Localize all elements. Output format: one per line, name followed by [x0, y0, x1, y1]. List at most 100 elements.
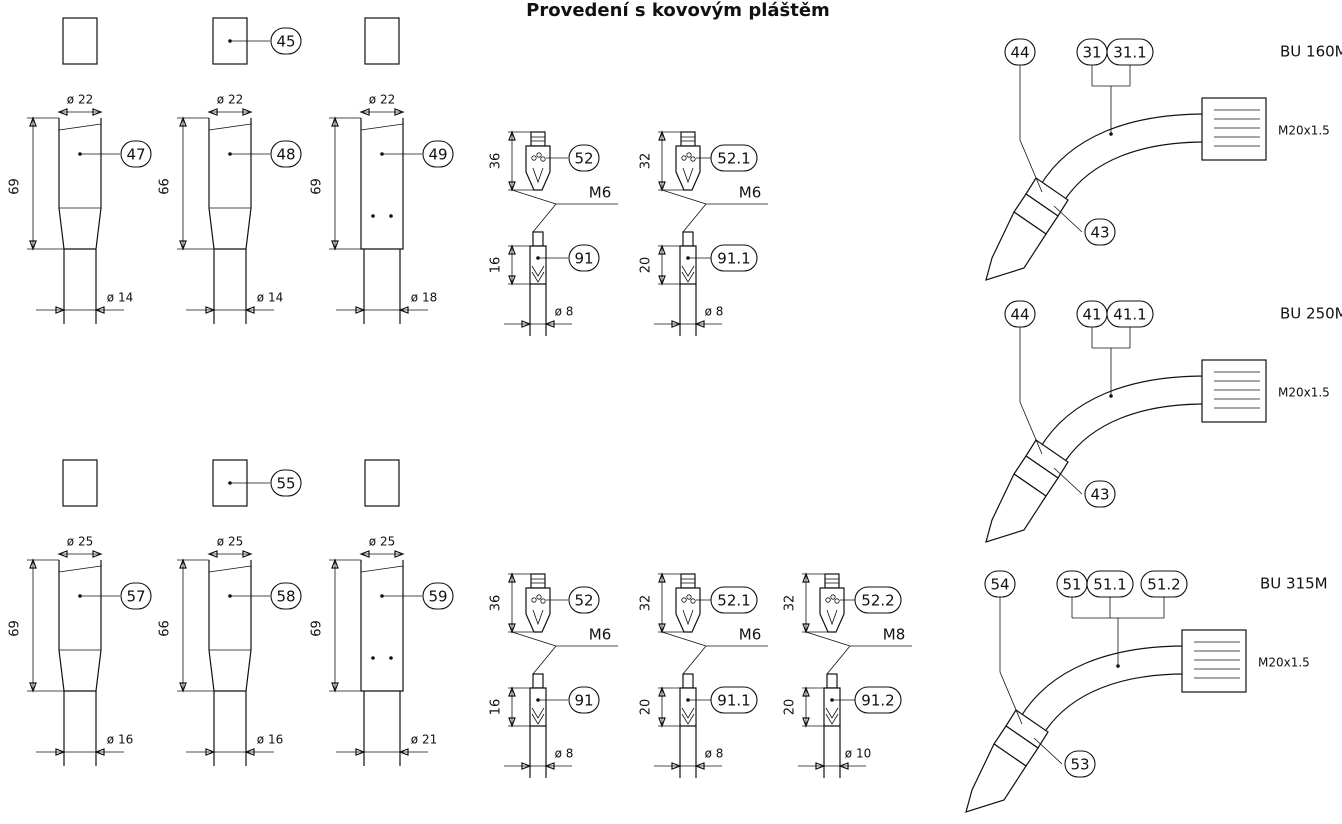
holder-body: [819, 587, 845, 633]
bevel-line: [208, 565, 252, 573]
arrowhead: [802, 686, 810, 697]
tip-thread: [682, 673, 694, 689]
cap-outline: [62, 459, 98, 507]
holder-groove: [532, 609, 544, 626]
thread-label: M6: [589, 626, 612, 644]
arrowhead: [92, 550, 103, 558]
tip-length-label: 16: [489, 257, 504, 274]
callout-number: 48: [276, 146, 295, 164]
bevel-line: [360, 123, 404, 131]
callout-number: 52: [574, 150, 593, 168]
arrowhead: [802, 572, 810, 583]
leader-line: [511, 631, 557, 647]
callout-outline: [1084, 480, 1116, 508]
callout-number: 53: [1070, 756, 1089, 774]
gas-hole: [681, 597, 687, 603]
neck-tube: [1065, 141, 1206, 199]
callout-outline: [854, 686, 902, 714]
arrowhead: [815, 762, 826, 770]
bottom-diameter-label: ø 16: [107, 733, 133, 747]
nozzle-body: [58, 560, 102, 692]
arrowhead: [658, 130, 666, 141]
arrowhead: [658, 572, 666, 583]
callout-bubble: 51.2: [1140, 570, 1188, 598]
top-diameter-label: ø 25: [217, 535, 243, 549]
holder-length-label: 36: [489, 595, 504, 612]
tip-diameter-label: ø 8: [555, 305, 574, 319]
leader-dot: [1109, 394, 1113, 398]
tip-body: [679, 687, 697, 727]
bevel-line: [360, 565, 404, 573]
gas-nozzle-cap: [62, 459, 98, 507]
callout-number: 57: [126, 588, 145, 606]
callout-outline: [568, 586, 600, 614]
bottom-diameter-label: ø 21: [411, 733, 437, 747]
arrowhead: [394, 550, 405, 558]
callout-bubble: 58: [270, 582, 302, 610]
gas-hole: [686, 152, 692, 158]
leader-line: [1019, 139, 1043, 193]
callout-bubble: 52: [568, 144, 600, 172]
neck-tube: [1039, 113, 1206, 187]
callout-bubble: 53: [1064, 750, 1096, 778]
callout-number: 52.1: [717, 150, 750, 168]
tip-length-label: 16: [489, 699, 504, 716]
arrowhead: [658, 623, 666, 634]
tip-diameter-label: ø 8: [555, 747, 574, 761]
callout-outline: [854, 586, 902, 614]
arrowhead: [179, 116, 187, 127]
arrowhead: [521, 762, 532, 770]
arrowhead: [29, 682, 37, 693]
callout-outline: [710, 144, 758, 172]
callout-number: 51: [1062, 576, 1081, 594]
arrowhead: [57, 108, 68, 116]
gas-hole: [536, 152, 542, 158]
drawing-title: Provedení s kovovým pláštěm: [526, 0, 830, 21]
arrowhead: [92, 108, 103, 116]
arrowhead: [694, 320, 705, 328]
tip-body: [823, 687, 841, 727]
length-label: 66: [158, 178, 173, 195]
callout-number: 51.2: [1147, 576, 1180, 594]
arrowhead: [508, 686, 516, 697]
neck-tube: [1039, 375, 1206, 449]
arrowhead: [55, 748, 66, 756]
leader-line: [511, 189, 557, 205]
neck-nozzle: [985, 473, 1047, 543]
arrowhead: [394, 108, 405, 116]
neck-tube: [1065, 403, 1206, 461]
arrowhead: [802, 623, 810, 634]
bottom-diameter-label: ø 16: [257, 733, 283, 747]
length-label: 69: [310, 620, 325, 637]
leader-line: [661, 189, 707, 205]
callout-bubble: 91.1: [710, 686, 758, 714]
callout-bubble: 44: [1004, 38, 1036, 66]
leader-line: [682, 645, 707, 675]
callout-bubble: 52.2: [854, 586, 902, 614]
arrowhead: [544, 762, 555, 770]
callout-outline: [568, 244, 600, 272]
neck-thread-label: M20x1.5: [1258, 656, 1310, 670]
tip-diameter-label: ø 8: [705, 305, 724, 319]
bottom-diameter-label: ø 14: [257, 291, 283, 305]
top-diameter-label: ø 25: [67, 535, 93, 549]
callout-bubble: 52.1: [710, 144, 758, 172]
tip-knurl: [531, 265, 545, 283]
callout-outline: [710, 686, 758, 714]
leader-line: [999, 671, 1023, 725]
gas-hole: [540, 598, 546, 604]
arrowhead: [355, 306, 366, 314]
gas-hole: [531, 597, 537, 603]
holder-length-label: 32: [639, 595, 654, 612]
callout-number: 55: [276, 475, 295, 493]
callout-outline: [1084, 218, 1116, 246]
tip-length-label: 20: [639, 257, 654, 274]
gas-hole: [825, 597, 831, 603]
arrowhead: [671, 762, 682, 770]
nozzle-body: [360, 118, 404, 250]
leader-line: [532, 203, 557, 233]
bottom-diameter-label: ø 18: [411, 291, 437, 305]
arrowhead: [29, 558, 37, 569]
